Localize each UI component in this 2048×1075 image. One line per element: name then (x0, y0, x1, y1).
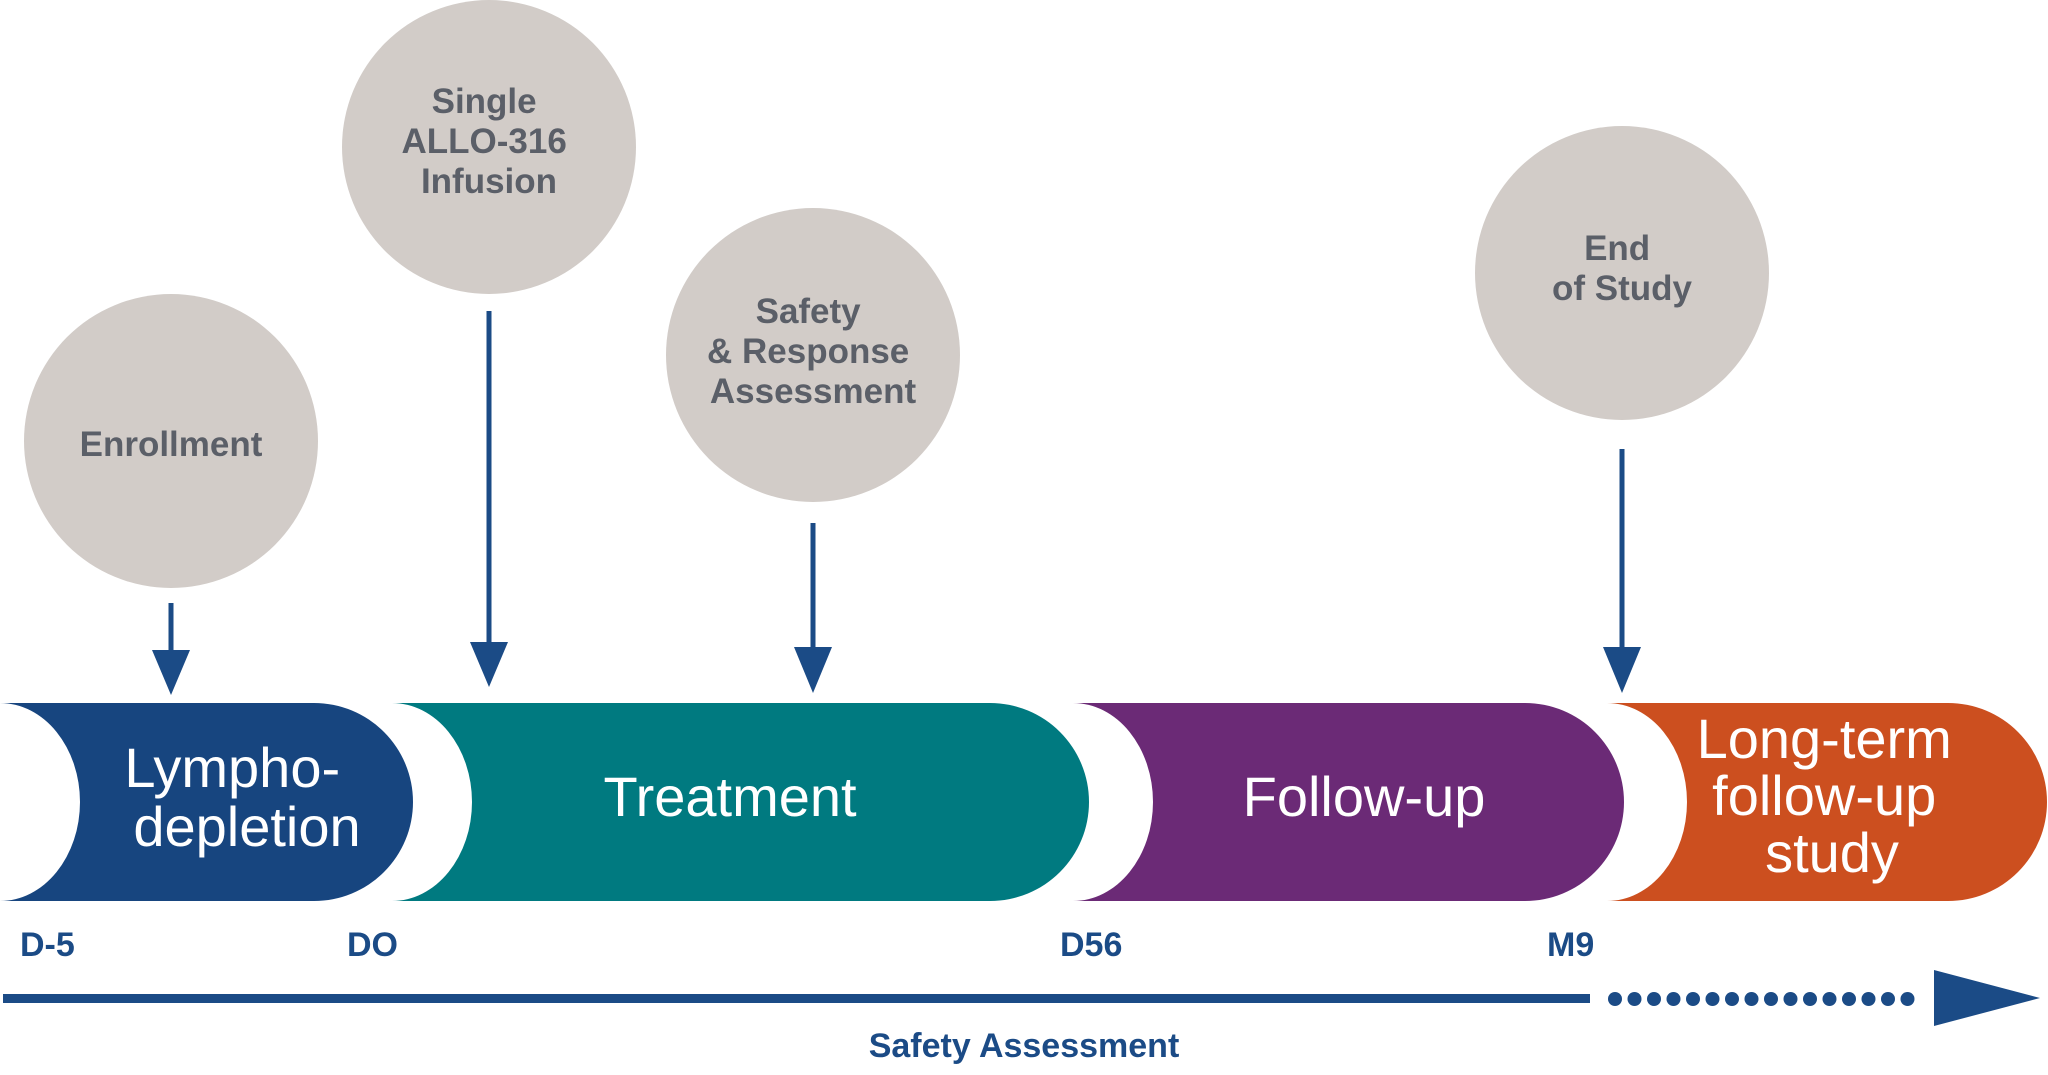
dot (1744, 992, 1759, 1006)
safety-assessment-label: Safety Assessment (869, 1027, 1180, 1065)
event-label-line: Safety (756, 292, 862, 331)
event-label: Enrollment (80, 425, 263, 464)
timepoint-label: DO (347, 926, 398, 964)
phase-label-line: Follow-up (1243, 765, 1486, 828)
arrow-end-of-study (1603, 449, 1641, 693)
timepoint-label: D-5 (20, 926, 75, 964)
phase-shape (1073, 703, 1624, 901)
phase-label-line: Long-term (1697, 707, 1952, 770)
phase-label-line: Lympho- (124, 736, 340, 799)
event-label-line: Enrollment (80, 425, 263, 464)
phase-label: Treatment (603, 765, 857, 828)
solid-bar (3, 994, 1590, 1003)
timepoints: D-5 DO D56 M9 (20, 926, 1594, 964)
dot (1881, 992, 1895, 1006)
phase-treatment: Treatment (392, 703, 1089, 901)
event-label-line: & Response (707, 332, 909, 371)
arrow-infusion (470, 311, 508, 687)
phase-shape (0, 703, 413, 901)
dot (1705, 992, 1720, 1006)
phase-label-line: depletion (133, 795, 360, 858)
dot (1608, 992, 1622, 1006)
phase-label: Long-term follow-up study (1697, 707, 1968, 884)
event-circle (666, 208, 960, 502)
dot (1647, 992, 1661, 1006)
phase-label: Lympho- depletion (124, 736, 360, 858)
phase-shape (1607, 703, 2047, 901)
safety-assessment-bar (3, 970, 2040, 1026)
phase-long-term: Long-term follow-up study (1607, 703, 2047, 901)
dot (1725, 992, 1739, 1006)
event-label-line: ALLO-316 (401, 122, 566, 161)
phase-label: Follow-up (1243, 765, 1486, 828)
event-enrollment: Enrollment (24, 294, 318, 588)
event-arrows (152, 311, 1641, 695)
phase-label-line: follow-up (1712, 764, 1936, 827)
event-label: End of Study (1552, 229, 1693, 308)
event-label: Safety & Response Assessment (707, 292, 919, 411)
phase-follow-up: Follow-up (1073, 703, 1624, 901)
dot (1666, 992, 1681, 1006)
event-label-line: Infusion (421, 162, 557, 201)
phase-label-line: Treatment (603, 765, 857, 828)
dot (1822, 992, 1837, 1006)
timepoint-label: D56 (1060, 926, 1122, 964)
event-infusion: Single ALLO-316 Infusion (342, 0, 636, 294)
dot (1900, 992, 1915, 1006)
event-assessment: Safety & Response Assessment (666, 208, 960, 502)
dot (1783, 992, 1798, 1006)
dot (1803, 992, 1817, 1006)
arrow-assessment (794, 523, 832, 693)
dot (1842, 992, 1856, 1006)
event-end-of-study: End of Study (1475, 126, 1769, 420)
dot (1764, 992, 1778, 1006)
phase-shape (392, 703, 1089, 901)
timepoint-label: M9 (1547, 926, 1594, 964)
arrow-enrollment (152, 603, 190, 695)
dot (1627, 992, 1642, 1006)
phase-lymphodepletion: Lympho- depletion (0, 703, 413, 901)
event-label: Single ALLO-316 Infusion (401, 82, 576, 201)
dot (1686, 992, 1700, 1006)
arrowhead-icon (1934, 970, 2040, 1026)
event-circle (1475, 126, 1769, 420)
event-circle (24, 294, 318, 588)
dot (1861, 992, 1876, 1006)
event-label-line: of Study (1552, 269, 1693, 308)
phase-label-line: study (1765, 821, 1899, 884)
dotted-line (1608, 992, 1915, 1006)
event-label-line: Assessment (710, 372, 917, 411)
event-label-line: Single (432, 82, 537, 121)
event-label-line: End (1584, 229, 1650, 268)
event-circle (342, 0, 636, 294)
